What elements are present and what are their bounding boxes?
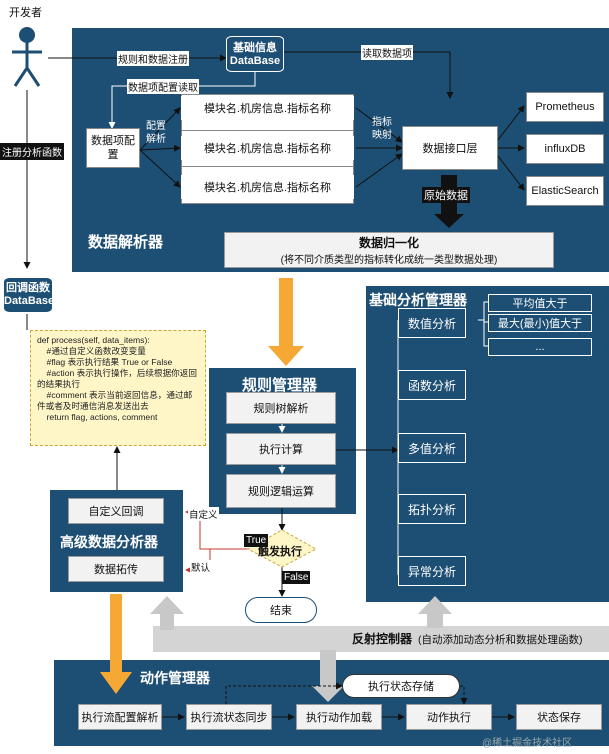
basic-info-db: 基础信息 DataBase <box>226 36 284 72</box>
read-items-label: 读取数据项 <box>361 45 413 60</box>
rule-step-logic: 规则逻辑运算 <box>226 474 336 508</box>
basic-info-db-sub: DataBase <box>229 55 281 67</box>
code-line-6: #comment 表示当前返回信息，通过邮 <box>37 390 193 400</box>
backend-elasticsearch: ElasticSearch <box>526 176 604 206</box>
end-node: 结束 <box>245 597 317 623</box>
callback-db: 回调函数 DataBase <box>4 278 55 312</box>
false-label: False <box>282 571 311 584</box>
watermark: @稀土掘金技术社区 <box>482 738 573 749</box>
rule-step-parse: 规则树解析 <box>226 392 336 424</box>
code-line-1: def process(self, data_items): <box>37 335 150 345</box>
code-line-3: #flag 表示执行结果 True or False <box>37 357 173 367</box>
code-line-4: #action 表示执行操作，后续根据你返回 <box>37 368 197 378</box>
register-label: 规则和数据注册 <box>117 51 189 66</box>
basic-analysis-title: 基础分析管理器 <box>369 292 467 308</box>
code-note: def process(self, data_items): #通过自定义函数改… <box>30 330 206 446</box>
rule-manager-title: 规则管理器 <box>242 377 318 394</box>
analysis-topology: 拓扑分析 <box>398 494 466 524</box>
analysis-multivalue: 多值分析 <box>398 433 466 463</box>
code-line-8: return flag, actions, comment <box>37 412 158 422</box>
module-divider-2 <box>181 166 354 167</box>
action-step-load: 执行动作加载 <box>296 704 382 730</box>
normalize-subtitle: (将不同介质类型的指标转化成统一类型数据处理) <box>280 255 498 266</box>
analysis-anomaly: 异常分析 <box>398 556 466 586</box>
basic-info-db-title: 基础信息 <box>233 42 277 54</box>
decision-label: 触发执行 <box>258 546 302 558</box>
reflection-band <box>153 626 609 652</box>
data-parser-title: 数据解析器 <box>88 234 164 251</box>
action-step-save: 状态保存 <box>516 704 602 730</box>
true-label: True <box>244 534 269 547</box>
advanced-analyzer-title: 高级数据分析器 <box>60 534 158 550</box>
state-store-box: 执行状态存储 <box>342 674 460 698</box>
normalize-box: 数据归一化 (将不同介质类型的指标转化成统一类型数据处理) <box>224 232 554 268</box>
data-extend-box: 数据拓传 <box>68 556 164 582</box>
reflection-subtitle: (自动添加动态分析和数据处理函数) <box>418 634 583 646</box>
action-manager-title: 动作管理器 <box>140 670 210 686</box>
action-step-exec: 动作执行 <box>406 704 492 730</box>
callback-db-sub: DataBase <box>4 295 55 307</box>
reflection-title: 反射控制器 <box>352 632 413 646</box>
analysis-function: 函数分析 <box>398 370 466 400</box>
backend-influxdb: influxDB <box>526 134 604 164</box>
normalize-title: 数据归一化 <box>358 236 419 250</box>
custom-def-label: 自定义 <box>188 507 219 521</box>
action-step-flow-parse: 执行流配置解析 <box>78 704 162 730</box>
code-line-5: 的结果执行 <box>37 379 80 389</box>
item-config-box: 数据项配 置 <box>86 128 140 168</box>
rule-step-calc: 执行计算 <box>226 433 336 465</box>
raw-data-label: 原始数据 <box>422 187 470 203</box>
module-row-3: 模块名.机房信息.指标名称 <box>181 175 354 199</box>
callback-db-title: 回调函数 <box>6 282 50 294</box>
register-analysis-func-label: 注册分析函数 <box>0 143 64 160</box>
actor-label: 开发者 <box>9 7 42 19</box>
backend-prometheus: Prometheus <box>526 92 604 122</box>
sub-max-min-greater: 最大(最小)值大于 <box>488 314 592 332</box>
analysis-numeric: 数值分析 <box>398 308 466 338</box>
config-parse-label: 配置 解析 <box>146 121 166 145</box>
item-config-read-label: 数据项配置读取 <box>127 79 199 94</box>
module-divider-1 <box>181 130 354 131</box>
default-label: 默认 <box>190 560 212 574</box>
sub-ellipsis: ... <box>488 338 592 356</box>
custom-callback-box: 自定义回调 <box>68 498 164 524</box>
indicator-map-label: 指标 映射 <box>372 117 392 141</box>
module-row-1: 模块名.机房信息.指标名称 <box>181 96 354 120</box>
code-line-2: #通过自定义函数改变变量 <box>37 346 146 356</box>
data-interface-box: 数据接口层 <box>402 126 498 170</box>
action-step-state-sync: 执行流状态同步 <box>186 704 272 730</box>
code-line-7: 件或者及时通信消息发送出去 <box>37 401 149 411</box>
module-row-2: 模块名.机房信息.指标名称 <box>181 136 354 160</box>
sub-avg-greater: 平均值大于 <box>488 294 592 312</box>
